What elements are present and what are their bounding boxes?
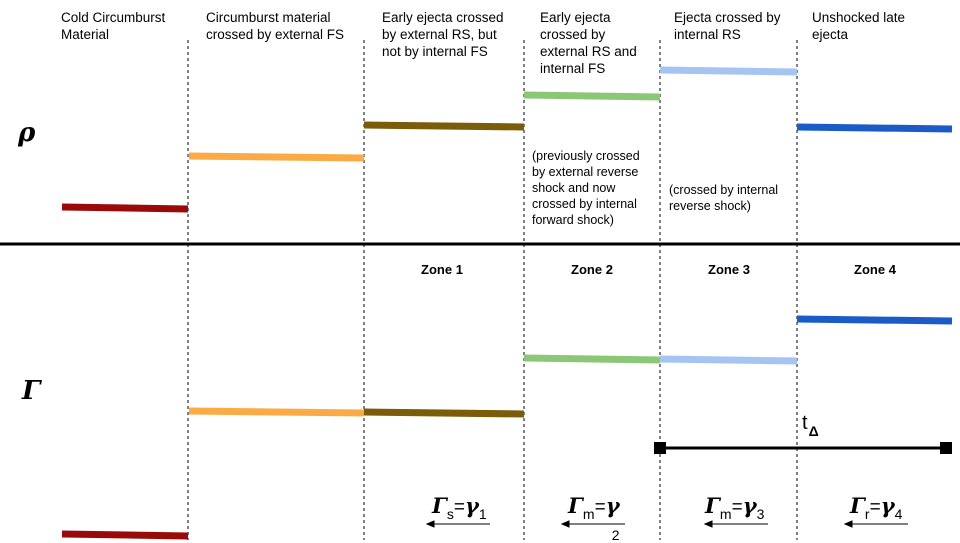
zone3-note: (crossed by internal reverse shock): [669, 183, 779, 213]
t-delta-endpoint-left: [654, 442, 666, 454]
density-label: ρ: [18, 118, 36, 148]
lorentz-bar-zone3: [659, 355, 798, 365]
zone-label-3: Zone 3: [708, 262, 750, 277]
density-bar-zone4: [796, 123, 953, 133]
lorentz-bar-circumburst-shocked: [188, 407, 365, 417]
zone-label-1: Zone 1: [421, 262, 463, 277]
region-header-zone3: Ejecta crossed by internal RS: [674, 10, 781, 42]
arrow-icon: [843, 520, 908, 528]
lorentz-label: Γ: [22, 376, 41, 406]
arrow-icon: [703, 520, 768, 528]
t-delta-label: tΔ: [802, 412, 819, 439]
arrow-icon: [425, 520, 490, 528]
density-bar-circumburst-shocked: [188, 152, 365, 162]
density-bar-circumburst-cold: [61, 203, 189, 213]
lorentz-bar-zone2: [523, 354, 661, 364]
equation-zone3: Γm=γ3: [705, 493, 765, 522]
region-header-zone1: Early ejecta crossed by external RS, but…: [382, 10, 504, 59]
equation-zone1: Γs=γ1: [432, 493, 487, 522]
region-header-circumburst-fs: Circumburst material crossed by external…: [206, 10, 345, 42]
density-bar-zone2: [523, 91, 661, 101]
arrow-icon: [560, 520, 625, 528]
zone-label-4: Zone 4: [854, 262, 896, 277]
equation-zone4: Γr=γ4: [850, 493, 903, 522]
t-delta-endpoint-right: [940, 442, 952, 454]
lorentz-bar-zone4: [796, 315, 953, 325]
region-header-zone4: Unshocked late ejecta: [812, 10, 906, 42]
lorentz-bar-circumburst-cold: [61, 530, 189, 540]
zone-label-2: Zone 2: [571, 262, 613, 277]
lorentz-bar-zone1: [363, 408, 525, 418]
region-header-cold-circumburst: Cold Circumburst Material: [61, 10, 166, 42]
density-bar-zone1: [363, 121, 525, 131]
density-bar-zone3: [659, 66, 798, 76]
zone2-note: (previously crossed by external reverse …: [532, 149, 640, 227]
region-header-zone2: Early ejecta crossed by external RS and …: [540, 10, 637, 76]
